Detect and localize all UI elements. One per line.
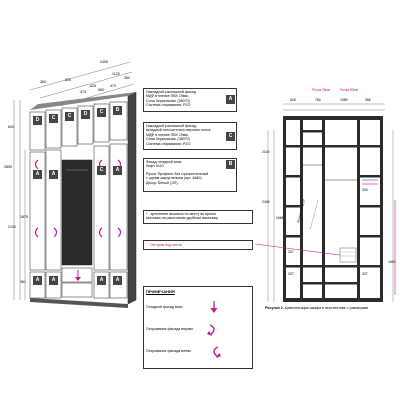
door-badge: A xyxy=(33,170,42,179)
spec-line: монтажа на расстоянии удобном заказчику xyxy=(146,216,218,221)
door-badge: A xyxy=(49,170,58,179)
dim-label: 300 xyxy=(362,188,368,192)
spec-line: МДФ в пленке ПВХ 19мм, xyxy=(146,132,189,137)
door-badge: A xyxy=(113,276,122,285)
dim-label: 473 xyxy=(110,84,116,88)
spec-line: Сила Зеркальная: (38070) xyxy=(146,98,190,103)
shelf-note: Полка 25мм xyxy=(312,88,330,92)
dim-label: 560 xyxy=(98,88,104,92)
spec-line: Сила Зеркальная: (38070) xyxy=(146,137,190,142)
swing-left-icon xyxy=(213,346,219,358)
dim-label: 1120 xyxy=(112,72,120,76)
legend-row: Открывание фасада вправо xyxy=(146,327,194,331)
dim-label: 528 xyxy=(290,98,296,102)
spec-line: Лифт DUO xyxy=(146,164,164,169)
caption-label: Рисунок 2. xyxy=(265,306,284,310)
door-badge: C xyxy=(65,112,74,121)
panel-badge-b: B xyxy=(226,160,235,169)
spec-line: вкладной относительно верхних полок xyxy=(146,128,211,133)
panel-badge-c: C xyxy=(226,132,235,141)
dim-label: 1668 xyxy=(276,216,284,220)
door-badge: C xyxy=(97,166,106,175)
legend-row: Открывание фасада влево xyxy=(146,349,192,353)
dim-label: 2100 xyxy=(262,150,270,154)
door-badge: B xyxy=(113,106,122,115)
dim-label: 356 xyxy=(365,98,371,102)
dim-label: 2850 xyxy=(4,165,12,169)
dim-label: 337 xyxy=(288,250,294,254)
shelf-note: Полка 80мм xyxy=(340,88,358,92)
dim-label: 337 xyxy=(362,272,368,276)
mounting-note: * - крепление вешалок по месту во время … xyxy=(143,210,253,224)
spec-line: МДФ в пленке ПВХ 19мм, xyxy=(146,94,189,99)
dim-label: 360 xyxy=(40,80,46,84)
spec-line: с одним закруглением (арт. 4680). xyxy=(146,176,203,181)
caption-text: Комплектация шкафа в перспективе с разме… xyxy=(283,306,369,310)
dim-label: 361 xyxy=(20,280,26,284)
spec-panel-b: Фасад откидной вниз Лифт DUO Ручка: Проф… xyxy=(143,158,237,192)
spec-line: * - крепление вешалок по месту во время xyxy=(146,212,216,216)
door-badge: D xyxy=(33,116,42,125)
legend-row: Откидной фасад вниз xyxy=(146,305,183,309)
spec-line: Ручка: Профиль боя горизонтальный xyxy=(146,171,209,176)
spec-panel-a: Накладной распашной фасад МДФ в пленке П… xyxy=(143,88,237,112)
dim-label: 784 xyxy=(315,98,321,102)
spec-line: Декор: Белый (ЭП). xyxy=(146,180,179,185)
spec-line: Система открывания: PZO xyxy=(146,141,191,146)
legend-title: ПРИМЕЧАНИЯ xyxy=(146,289,175,294)
spec-line: Система открывания: PZO xyxy=(146,103,191,108)
dim-label: 2100 xyxy=(8,225,16,229)
dim-label: 1600 xyxy=(388,260,396,264)
spec-line: Фасад откидной вниз xyxy=(146,160,182,164)
door-badge: A xyxy=(49,276,58,285)
door-badge: A xyxy=(33,276,42,285)
notes-legend: ПРИМЕЧАНИЯ Откидной фасад вниз Открывани… xyxy=(143,286,253,369)
panel-badge-a: A xyxy=(226,95,235,104)
right-wardrobe-section xyxy=(254,103,396,302)
spec-panel-c: Накладной распашной фасад, вкладной отно… xyxy=(143,122,237,150)
hinge-offset-note: Отступы под петли xyxy=(143,240,253,250)
figure-caption: Рисунок 2. Комплектация шкафа в перспект… xyxy=(265,306,368,310)
door-badge: A xyxy=(113,166,122,175)
dim-label: 625 xyxy=(90,84,96,88)
dim-label: 1875 xyxy=(20,215,28,219)
door-badge: A xyxy=(97,276,106,285)
door-badge: C xyxy=(49,114,58,123)
door-badge: D xyxy=(81,110,90,119)
spec-line: Накладной распашной фасад xyxy=(146,90,196,94)
dim-label: 2406 xyxy=(100,60,108,64)
dim-label: 337 xyxy=(288,272,294,276)
dim-label: 2406 xyxy=(262,200,270,204)
left-wardrobe-elevation xyxy=(13,61,137,308)
dim-label: 360 xyxy=(124,76,130,80)
swing-right-icon xyxy=(209,324,215,336)
dim-label: 600 xyxy=(8,125,14,129)
spec-line: Накладной распашной фасад, xyxy=(146,124,197,128)
legend-symbols xyxy=(207,301,221,358)
dim-label: 1089 xyxy=(340,98,348,102)
dim-label: 625 xyxy=(65,78,71,82)
door-badge: C xyxy=(97,108,106,117)
dim-label: 473 xyxy=(80,90,86,94)
